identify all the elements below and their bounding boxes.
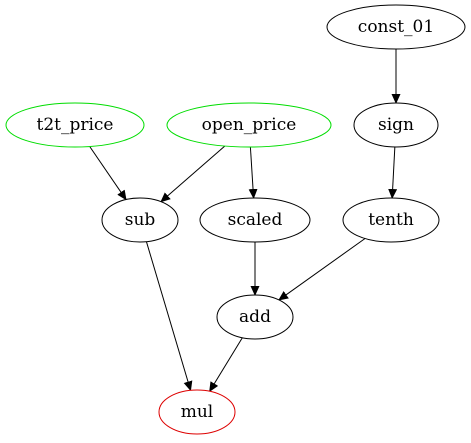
node-open_price: open_price: [166, 102, 332, 148]
node-ellipse-mul: [158, 389, 236, 435]
node-ellipse-scaled: [199, 197, 311, 243]
node-ellipse-const_01: [326, 4, 466, 50]
node-ellipse-open_price: [166, 102, 332, 148]
edge-sign-to-tenth: [388, 146, 398, 200]
node-label-const_01: const_01: [358, 17, 434, 37]
node-sign: sign: [353, 102, 439, 148]
node-mul: mul: [158, 389, 236, 435]
node-label-add: add: [239, 307, 271, 327]
node-ellipse-sub: [101, 197, 179, 243]
node-ellipse-sign: [353, 102, 439, 148]
node-label-tenth: tenth: [368, 210, 414, 230]
node-label-scaled: scaled: [228, 210, 283, 230]
node-label-sub: sub: [125, 210, 156, 230]
edge-tenth-to-add: [278, 238, 366, 301]
edge-t2t_price-to-sub: [89, 146, 127, 201]
node-scaled: scaled: [199, 197, 311, 243]
node-label-t2t_price: t2t_price: [36, 115, 113, 135]
node-ellipse-tenth: [342, 197, 440, 243]
node-tenth: tenth: [342, 197, 440, 243]
node-add: add: [216, 294, 294, 340]
edge-open_price-to-scaled: [248, 146, 258, 200]
node-label-open_price: open_price: [202, 115, 297, 135]
edges-layer: [89, 49, 401, 393]
node-label-sign: sign: [378, 115, 414, 135]
node-ellipse-add: [216, 294, 294, 340]
node-ellipse-t2t_price: [5, 102, 145, 148]
node-sub: sub: [101, 197, 179, 243]
edge-sub-to-mul: [145, 241, 193, 392]
node-const_01: const_01: [326, 4, 466, 50]
edge-open_price-to-sub: [160, 145, 226, 203]
nodes-layer: const_01 t2t_price open_price sign sub scaled…: [5, 4, 466, 435]
edge-add-to-mul: [209, 337, 243, 393]
node-label-mul: mul: [181, 402, 214, 422]
node-t2t_price: t2t_price: [5, 102, 145, 148]
